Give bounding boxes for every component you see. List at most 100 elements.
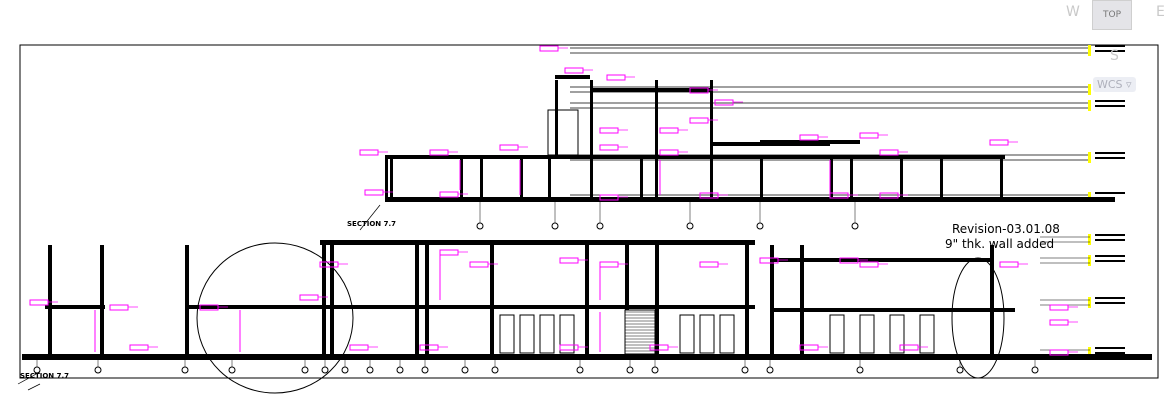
grid-bubble (321, 366, 329, 374)
window (519, 314, 535, 354)
annotation-tag (759, 257, 779, 264)
window (679, 314, 695, 354)
grid-bubble (756, 222, 764, 230)
level-tag (1095, 50, 1125, 52)
wall-upper (850, 155, 853, 199)
wall-upper (480, 155, 483, 199)
window (499, 314, 515, 354)
window (919, 314, 935, 354)
annotation-tag (829, 192, 849, 199)
level-marker (1088, 192, 1091, 198)
drawing-border (19, 44, 1159, 379)
annotation-tag (839, 257, 859, 264)
roof-slab-upper (385, 155, 1005, 159)
wall-lower (800, 245, 804, 355)
roof-slab-lower (320, 240, 755, 245)
grid-bubble (651, 366, 659, 374)
revision-note: 9" thk. wall added (945, 237, 1055, 251)
annotation-tag (606, 74, 626, 81)
wall-upper-tall (655, 80, 658, 155)
wall-upper (548, 155, 551, 199)
level-tag (1095, 302, 1125, 304)
grid-bubble (576, 366, 584, 374)
annotation-tag (1049, 319, 1069, 326)
annotation-tag (364, 189, 384, 196)
level-tag (1095, 157, 1125, 159)
wall-upper (520, 155, 523, 199)
level-tag (1095, 192, 1125, 194)
roof-slab-right (770, 258, 990, 262)
wall-upper (590, 155, 593, 199)
wall-upper (655, 155, 658, 199)
grid-bubble (741, 366, 749, 374)
annotation-tag (469, 261, 489, 268)
level-marker (1088, 45, 1091, 51)
grid-bubble (341, 366, 349, 374)
wall-lower (745, 245, 749, 355)
annotation-tag (799, 134, 819, 141)
level-tag (1095, 239, 1125, 241)
wall-upper-tall (555, 80, 558, 155)
grid-bubble (856, 366, 864, 374)
level-marker (1088, 84, 1091, 90)
grid-bubble (301, 366, 309, 374)
roof-slab-top2 (555, 75, 590, 79)
wall-upper (940, 155, 943, 199)
window (829, 314, 845, 354)
annotation-tag (659, 127, 679, 134)
window (539, 314, 555, 354)
wall-lower (415, 245, 419, 355)
annotation-tag (689, 87, 709, 94)
annotation-tag (439, 191, 459, 198)
annotation-tag (299, 294, 319, 301)
wall-upper (1000, 155, 1003, 199)
window (719, 314, 735, 354)
level-tag (1095, 100, 1125, 102)
wall-upper (640, 155, 643, 199)
level-tag (1095, 347, 1125, 349)
annotation-tag (429, 149, 449, 156)
grid-bubble (1031, 366, 1039, 374)
grid-bubble (956, 366, 964, 374)
annotation-tag (1049, 349, 1069, 356)
section-label-lower: SECTION 7.7 (20, 372, 69, 380)
roof-slab-top (590, 88, 710, 92)
annotation-tag (539, 45, 559, 52)
wall-lower (770, 245, 774, 355)
annotation-tag (989, 139, 1009, 146)
section-label-upper: SECTION 7.7 (347, 220, 396, 228)
slab-left (185, 305, 325, 309)
window (859, 314, 875, 354)
level-tag (1095, 255, 1125, 257)
window (699, 314, 715, 354)
viewcube-south[interactable]: S (1110, 48, 1119, 64)
annotation-tag (559, 344, 579, 351)
annotation-tag (699, 261, 719, 268)
first-floor-slab-right (770, 308, 1015, 312)
grid-bubble (94, 366, 102, 374)
wall-upper (710, 155, 713, 199)
wall-lower (585, 245, 589, 355)
annotation-tag (559, 257, 579, 264)
annotation-tag (29, 299, 49, 306)
annotation-tag (419, 344, 439, 351)
viewcube-west[interactable]: W (1066, 4, 1080, 20)
grid-bubble (851, 222, 859, 230)
ucs-menu[interactable]: WCS ▿ (1093, 77, 1136, 92)
annotation-tag (319, 261, 339, 268)
annotation-tag (359, 149, 379, 156)
wall-upper (900, 155, 903, 199)
wall-upper (760, 155, 763, 199)
revision-cloud-left (196, 242, 354, 394)
window (889, 314, 905, 354)
wall-lower (625, 245, 629, 355)
viewcube-top[interactable]: TOP (1092, 0, 1132, 30)
annotation-tag (599, 144, 619, 151)
level-tag (1095, 297, 1125, 299)
section-leader (359, 204, 381, 231)
level-marker (1088, 105, 1091, 111)
level-marker (1088, 157, 1091, 163)
level-tag (1095, 105, 1125, 107)
viewcube-east[interactable]: E (1156, 4, 1165, 20)
